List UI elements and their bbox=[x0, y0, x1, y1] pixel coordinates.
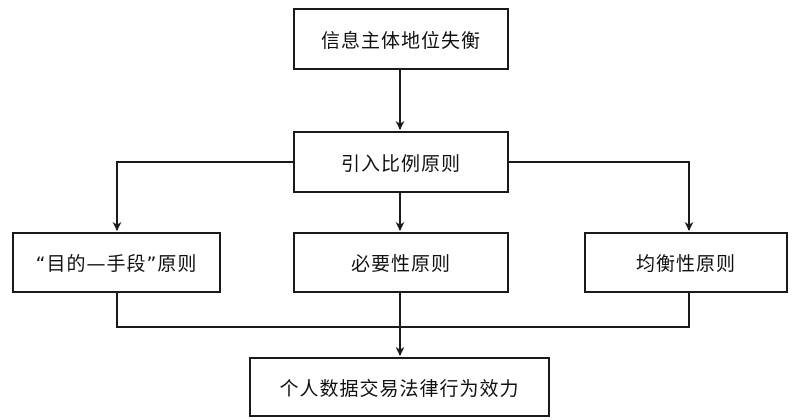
node-legal-effect: 个人数据交易法律行为效力 bbox=[249, 357, 550, 417]
connector-middle-to-left bbox=[112, 161, 293, 231]
node-balance-principle: 均衡性原则 bbox=[584, 232, 788, 293]
node-necessity-principle: 必要性原则 bbox=[293, 232, 509, 293]
connector-middle-to-right bbox=[509, 161, 694, 231]
node-introduce-proportionality: 引入比例原则 bbox=[293, 131, 509, 193]
node-ends-means-principle: “目的—手段”原则 bbox=[12, 232, 221, 293]
node-info-subject-imbalance: 信息主体地位失衡 bbox=[293, 8, 509, 70]
connector-left-to-merge bbox=[116, 293, 400, 328]
connector-right-to-merge bbox=[400, 293, 690, 328]
